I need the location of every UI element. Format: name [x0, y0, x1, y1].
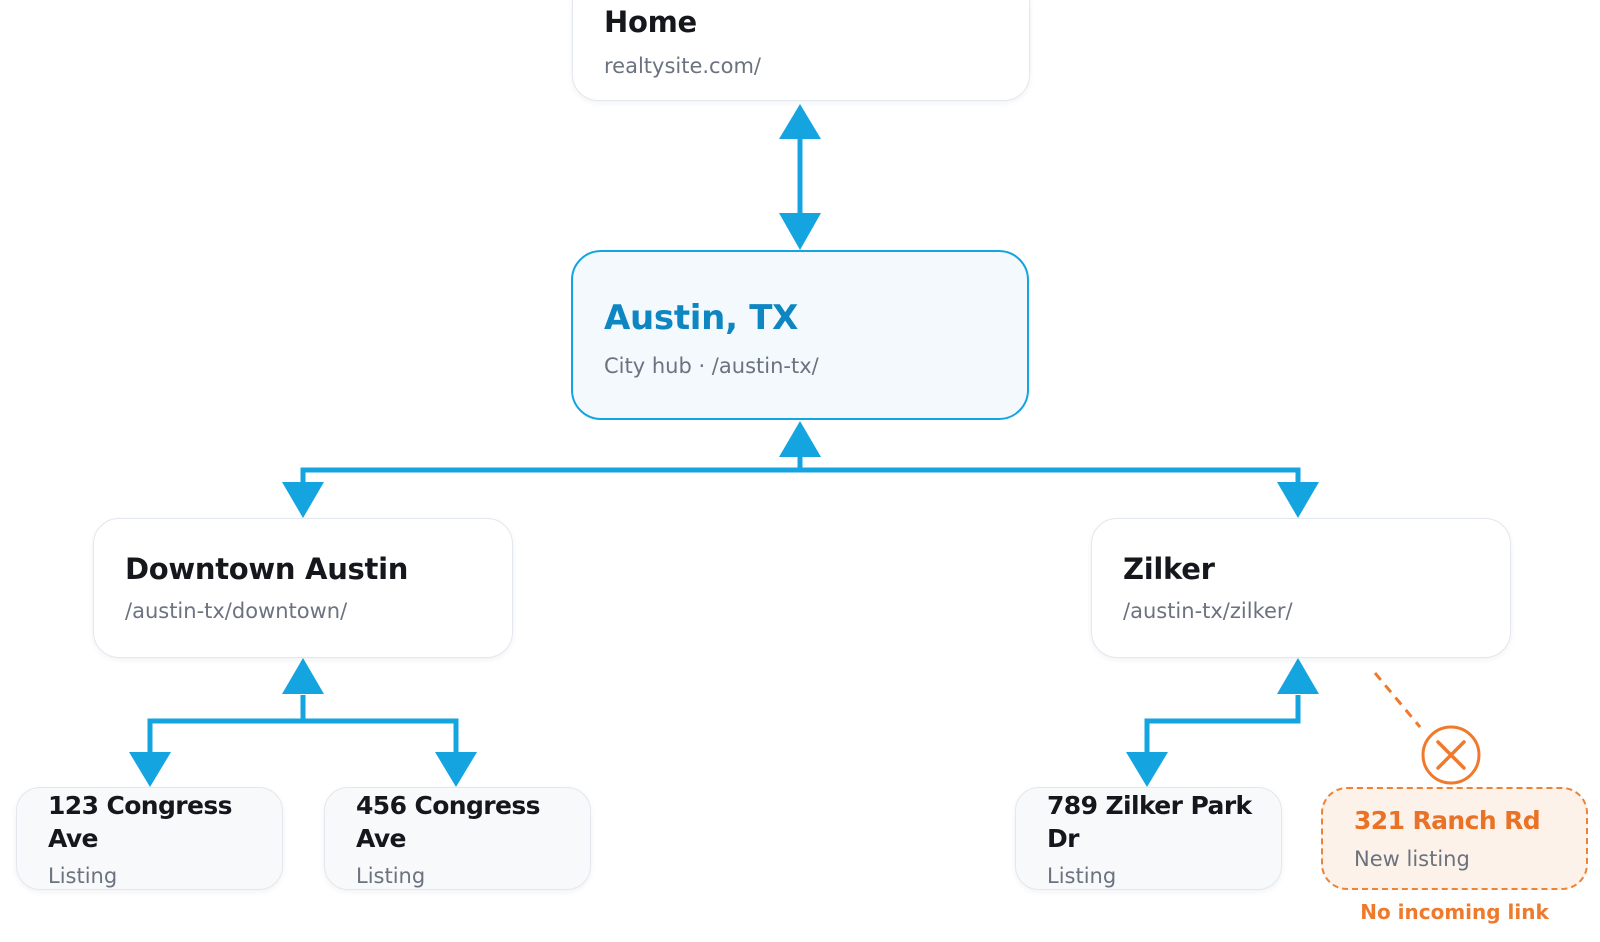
arrow-down-456 — [435, 752, 477, 787]
node-url: City hub · /austin-tx/ — [604, 354, 819, 378]
node-listing-123-congress[interactable]: 123 Congress Ave Listing — [16, 787, 283, 890]
link-zilker-789 — [1144, 695, 1301, 757]
node-home[interactable]: Home realtysite.com/ — [572, 0, 1030, 101]
node-downtown-austin[interactable]: Downtown Austin /austin-tx/downtown/ — [93, 518, 513, 658]
orphan-warning-label: No incoming link — [1360, 900, 1549, 924]
arrow-down-zilker — [1277, 482, 1319, 518]
link-downtown-listings — [147, 718, 459, 757]
arrow-up-downtown — [282, 658, 324, 694]
arrow-down-123 — [129, 752, 171, 787]
node-url: /austin-tx/zilker/ — [1123, 599, 1293, 623]
arrow-down-downtown — [282, 482, 324, 518]
node-title: Downtown Austin — [125, 552, 409, 586]
node-austin-hub[interactable]: Austin, TX City hub · /austin-tx/ — [571, 250, 1029, 420]
node-url: /austin-tx/downtown/ — [125, 599, 348, 623]
arrow-down-789 — [1126, 752, 1168, 787]
link-austin-neighborhoods — [300, 467, 1301, 487]
node-zilker[interactable]: Zilker /austin-tx/zilker/ — [1091, 518, 1511, 658]
missing-link-dashed — [1373, 672, 1422, 728]
node-title: 123 Congress Ave — [48, 791, 233, 853]
node-type: Listing — [1047, 864, 1117, 888]
arrow-up-home — [779, 104, 821, 139]
node-title: 321 Ranch Rd — [1354, 806, 1541, 835]
node-type: Listing — [48, 864, 118, 888]
node-title: 456 Congress Ave — [356, 791, 541, 853]
node-title: 789 Zilker Park Dr — [1047, 791, 1252, 853]
node-type: New listing — [1354, 847, 1470, 871]
node-listing-456-congress[interactable]: 456 Congress Ave Listing — [324, 787, 591, 890]
node-title: Austin, TX — [604, 298, 799, 338]
arrow-down-austin — [779, 213, 821, 250]
node-url: realtysite.com/ — [604, 54, 761, 78]
arrow-up-austin — [779, 421, 821, 457]
node-listing-321-ranch-orphan[interactable]: 321 Ranch Rd New listing — [1321, 787, 1588, 890]
node-listing-789-zilker-park[interactable]: 789 Zilker Park Dr Listing — [1015, 787, 1282, 890]
x-circle-icon — [1421, 725, 1481, 785]
node-title: Home — [604, 5, 697, 39]
arrow-up-zilker — [1277, 658, 1319, 694]
node-title: Zilker — [1123, 552, 1215, 586]
node-type: Listing — [356, 864, 426, 888]
